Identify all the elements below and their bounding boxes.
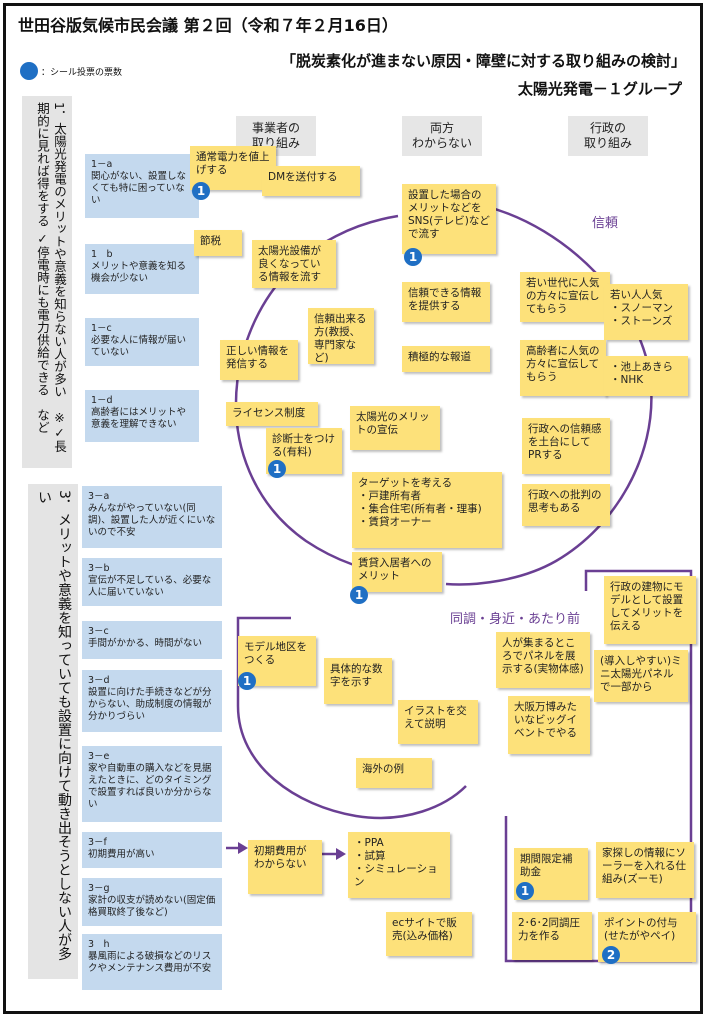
note-gov-building-model: 行政の建物にモデルとして設置してメリットを伝える — [604, 576, 696, 644]
cause-1a: 1－a 関心がない、設置しなくても特に困っていない — [85, 154, 199, 218]
note-trusted-experts: 信頼出来る方(教授、専門家など) — [308, 308, 374, 364]
vote-badge: 2 — [602, 946, 620, 964]
note-illustrations: イラストを交えて説明 — [398, 700, 478, 744]
note-elderly-celebrities: 高齢者に人気の方々に宣伝してもらう — [520, 340, 606, 396]
note-targets: ターゲットを考える ・戸建所有者 ・集合住宅(所有者・理事) ・賃貸オーナー — [352, 472, 502, 548]
note-tenant-merit: 賃貸入居者へのメリット — [352, 552, 442, 592]
note-house-search: 家探しの情報にソーラーを入れる仕組み(ズーモ) — [596, 842, 694, 898]
note-solar-promo: 太陽光のメリットの宣伝 — [350, 406, 440, 450]
note-tax-saving: 節税 — [194, 230, 242, 256]
note-ppa: ・PPA ・試算 ・シミュレーション — [348, 832, 450, 898]
theme-1-box: 1．太陽光発電のメリットや意義を知らない人が多い ※✓長期的に見れば得をする ✓… — [22, 96, 72, 468]
cause-3a: 3－a みんながやっていない(同調)、設置した人が近くにいないので不安 — [82, 486, 222, 548]
note-equipment-info: 太陽光設備が良くなっている情報を流す — [252, 240, 336, 288]
column-business: 事業者の 取り組み — [236, 116, 316, 156]
group-name: 太陽光発電－１グループ — [517, 80, 682, 98]
note-big-event: 大阪万博みたいなビッグイベントでやる — [508, 696, 590, 754]
connector-lines — [226, 204, 693, 963]
arrow-head-3f — [238, 842, 248, 854]
column-both: 両方 わからない — [402, 116, 482, 156]
note-raise-price: 通常電力を値上げする — [190, 146, 276, 190]
note-overseas-examples: 海外の例 — [356, 758, 432, 788]
note-active-reporting: 積極的な報道 — [402, 346, 490, 372]
cause-1b: 1 b メリットや意義を知る機会が少ない — [85, 244, 199, 294]
note-gov-trust-pr: 行政への信頼感を土台にしてPRする — [522, 418, 610, 474]
note-license: ライセンス制度 — [226, 402, 318, 426]
note-youth-celebrities: 若い世代に人気の方々に宣伝してもらう — [520, 272, 610, 322]
vote-badge: 1 — [404, 248, 422, 266]
cause-3e: 3－e 家や自動車の購入などを見据えたときに、どのタイミングで設置すれば良いか分… — [82, 746, 222, 822]
cause-1c: 1－c 必要な人に情報が届いていない — [85, 318, 199, 366]
sympathy-bracket-right — [504, 569, 693, 963]
page-title: 世田谷版気候市民会議 第２回（令和７年２月16日） — [18, 16, 398, 35]
vote-dot-icon — [20, 62, 38, 80]
sympathy-bracket-left — [236, 616, 467, 820]
page-subtitle: 「脱炭素化が進まない原因・障壁に対する取り組みの検討」 — [280, 52, 686, 70]
cause-3b: 3－b 宣伝が不足している、必要な人に届いていない — [82, 558, 222, 606]
cause-3f: 3－f 初期費用が高い — [82, 832, 222, 868]
vote-legend-label: ：シール投票の票数 — [41, 67, 123, 78]
note-correct-info: 正しい情報を発信する — [220, 340, 298, 380]
cause-3c: 3－c 手間がかかる、時間がない — [82, 621, 222, 659]
label-sympathy: 同調・身近・あたり前 — [450, 612, 581, 627]
note-mini-panel: (導入しやすい)ミニ太陽光パネルで一部から — [594, 650, 688, 702]
vote-badge: 1 — [268, 460, 286, 478]
vote-badge: 1 — [238, 672, 256, 690]
cause-3g: 3－g 家計の収支が読めない(固定価格買取終了後など) — [82, 878, 222, 926]
note-concrete-numbers: 具体的な数字を示す — [324, 658, 392, 704]
page: 世田谷版気候市民会議 第２回（令和７年２月16日） ：シール投票の票数 「脱炭素… — [3, 3, 703, 1014]
trust-arc-right — [445, 204, 653, 586]
theme-3-box: 3．メリットや意義を知っていても設置に向けて動き出そうとしない人が多い — [28, 484, 78, 979]
cause-1d: 1－d 高齢者にはメリットや意義を理解できない — [85, 390, 199, 442]
vote-badge: 1 — [350, 586, 368, 604]
vote-badge: 1 — [192, 182, 210, 200]
label-trust: 信頼 — [592, 216, 619, 231]
note-initial-cost: 初期費用がわからない — [248, 840, 322, 894]
note-gov-criticism: 行政への批判の思考もある — [522, 484, 610, 526]
note-send-dm: DMを送付する — [262, 166, 360, 196]
note-peer-pressure: 2･6･2同調圧力を作る — [512, 912, 592, 960]
cause-3h: 3 h 暴風雨による破損などのリスクやメンテナンス費用が不安 — [82, 934, 222, 990]
note-panel-exhibit: 人が集まるところでパネルを展示する(実物体感) — [496, 632, 590, 688]
note-youth-popular: 若い人人気 ・スノーマン ・ストーンズ — [604, 284, 688, 340]
cause-3d: 3－d 設置に向けた手続きなどが分からない、助成制度の情報が分かりづらい — [82, 670, 222, 732]
note-reliable-info: 信頼できる情報を提供する — [402, 282, 490, 322]
vote-badge: 1 — [516, 882, 534, 900]
note-elderly-popular: ・池上あきら ・NHK — [604, 356, 688, 396]
arrow-head-cost — [336, 848, 346, 860]
note-sns-merit: 設置した場合のメリットなどをSNS(テレビ)などで流す — [402, 184, 496, 254]
vote-legend: ：シール投票の票数 — [20, 62, 122, 80]
column-government: 行政の 取り組み — [568, 116, 648, 156]
note-ec-site: ecサイトで販売(込み価格) — [386, 912, 472, 956]
